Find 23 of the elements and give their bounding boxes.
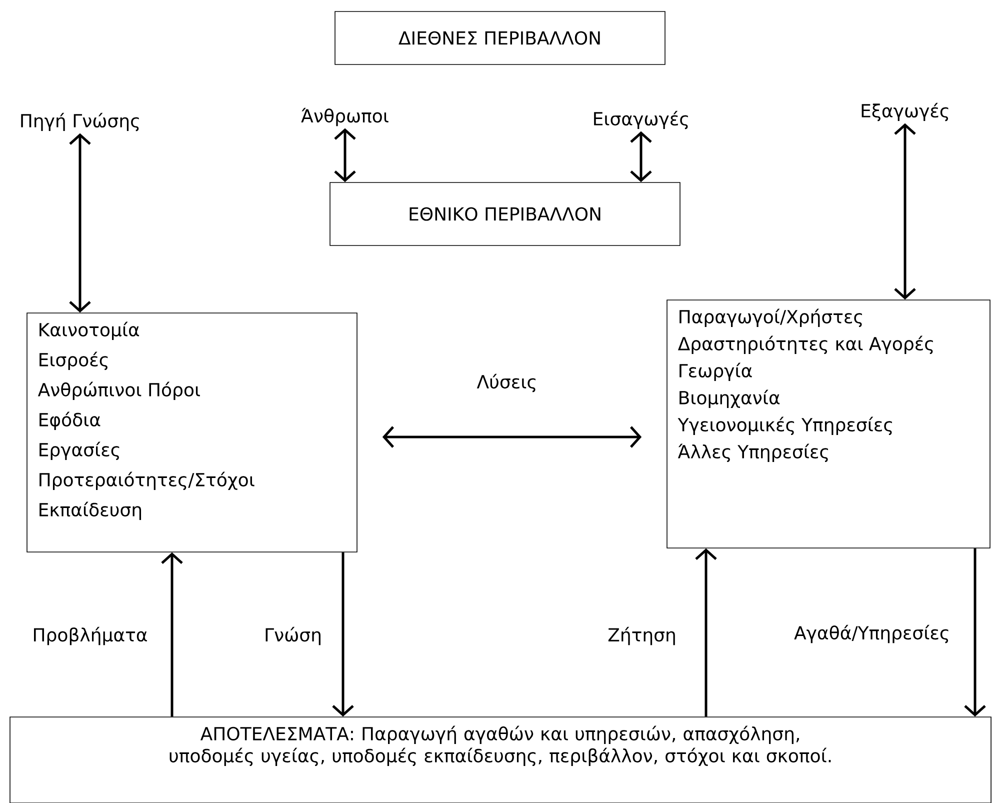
arrow — [69, 133, 91, 313]
arrow — [332, 552, 354, 717]
edge-label: Λύσεις — [476, 374, 536, 392]
arrow — [894, 123, 916, 300]
arrow — [630, 131, 652, 182]
arrow — [382, 426, 642, 448]
label-text: Εξαγωγές — [862, 102, 948, 122]
arrow — [334, 128, 356, 182]
box: ΔΙΕΘΝΕΣ ΠΕΡΙΒΑΛΛΟΝ — [334, 11, 666, 65]
edge-label: Αγαθά/Υπηρεσίες — [794, 624, 948, 644]
list-box: Καινοτομία Εισροές Ανθρώπινοι Πόροι Εφόδια Εργασίες Προτεραιότητες/Στόχοι Εκπαίδευση — [26, 312, 358, 552]
outcome-box: ΑΠΟΤΕΛΕΣΜΑΤΑ: Παραγωγή αγαθών και υπηρεσιών, απασχόληση, υποδομές υγείας, υποδομές εκπαίδευσης, περιβάλλον, στόχοι και σκοποί. — [10, 716, 992, 803]
edge-label: Προβλήματα — [34, 626, 147, 646]
edge-label: Ζήτηση — [608, 626, 675, 646]
label-text: Άνθρωποι — [301, 108, 388, 126]
arrow — [964, 548, 986, 717]
label-text: Εισαγωγές — [594, 110, 688, 130]
list-box: Παραγωγοί/Χρήστες Δραστηριότητες και Αγορές Γεωργία Βιομηχανία Υγειονομικές Υπηρεσίες Άλλες Υπηρεσίες — [666, 300, 990, 548]
label-text: Πηγή Γνώσης — [21, 112, 139, 132]
box: ΕΘΝΙΚΟ ΠΕΡΙΒΑΛΛΟΝ — [330, 182, 680, 246]
arrow — [695, 548, 717, 717]
arrow — [161, 552, 183, 717]
edge-label: Γνώση — [266, 626, 320, 646]
